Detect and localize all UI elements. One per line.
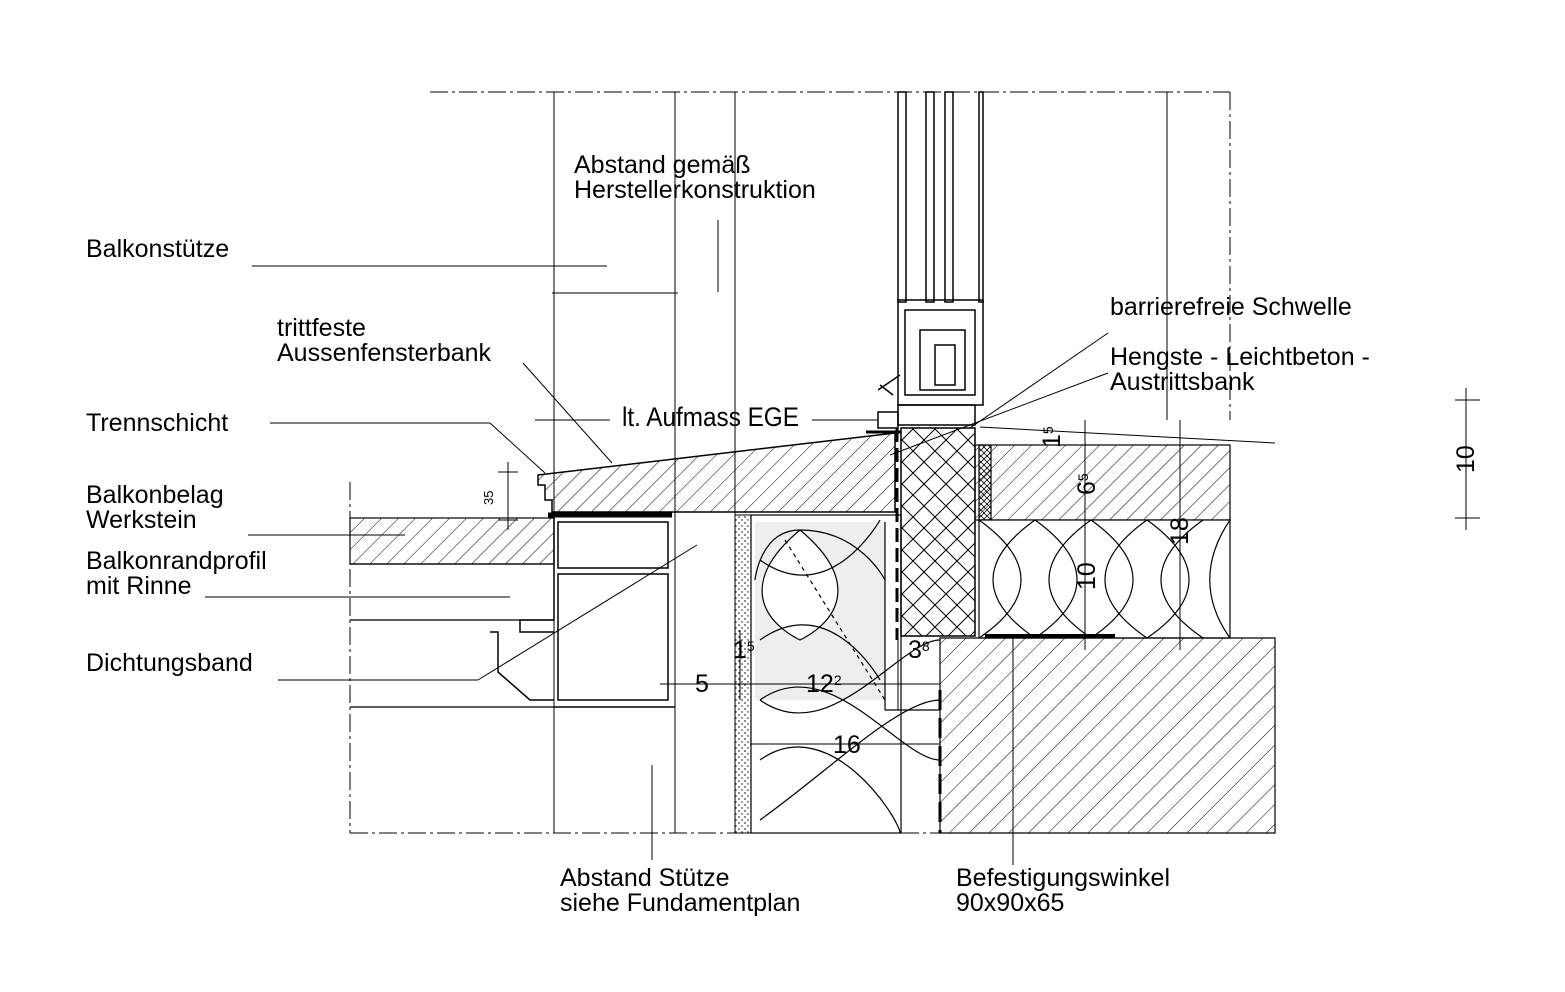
- dimension-1-5-top: 15: [1038, 426, 1066, 448]
- dimension-10-inner: 10: [1073, 562, 1101, 590]
- dimension-12-2: 122: [806, 672, 842, 697]
- label-abstand-gemaess-line2: Herstellerkonstruktion: [574, 176, 816, 204]
- label-hengste-line2: Austrittsbank: [1110, 368, 1255, 396]
- floor-screed: [974, 444, 1231, 521]
- dimension-3-8: 38: [908, 638, 930, 663]
- insulation-left: [750, 514, 941, 834]
- dimension-5: 5: [695, 670, 709, 698]
- dimension-3-8-main: 3: [908, 636, 922, 664]
- dimension-35: 35: [481, 490, 496, 505]
- label-hengste-line1: Hengste - Leichtbeton -: [1110, 343, 1370, 371]
- label-balkonstuetze: Balkonstütze: [86, 235, 230, 263]
- label-abstand-stuetze-line1: Abstand Stütze: [560, 864, 730, 892]
- label-befestigungswinkel-line2: 90x90x65: [956, 889, 1065, 917]
- dimension-6-5-sup: 5: [1075, 473, 1091, 482]
- dimension-18: 18: [1166, 517, 1194, 545]
- dimension-16: 16: [833, 731, 861, 759]
- dimension-lines: [498, 388, 1480, 745]
- leader-lines: [205, 220, 1276, 865]
- insulation-right: [978, 519, 1231, 639]
- dimension-1-5-mid-main: 1: [733, 636, 747, 664]
- label-aufmass-ege: lt. Aufmass EGE: [622, 402, 799, 432]
- label-trittfeste-line1: trittfeste: [277, 314, 366, 342]
- label-trennschicht: Trennschicht: [86, 409, 229, 437]
- dimension-12-2-main: 12: [806, 670, 834, 698]
- label-abstand-stuetze-line2: siehe Fundamentplan: [560, 889, 801, 917]
- dimension-1-5-top-sup: 5: [1040, 426, 1056, 435]
- lightweight-concrete-threshold-block: [895, 427, 976, 640]
- label-balkonbelag-line2: Werkstein: [86, 506, 197, 534]
- window-frame: [866, 91, 984, 434]
- label-barrierefreie-schwelle: barrierefreie Schwelle: [1110, 293, 1352, 321]
- dimension-1-5-top-main: 1: [1038, 434, 1066, 448]
- balcony-paving: [349, 517, 555, 708]
- dimension-6-5: 65: [1073, 473, 1101, 495]
- label-balkonrandprofil-line2: mit Rinne: [86, 572, 192, 600]
- dimension-12-2-sup: 2: [833, 672, 842, 688]
- label-trittfeste-line2: Aussenfensterbank: [277, 339, 492, 367]
- label-balkonrandprofil-line1: Balkonrandprofil: [86, 547, 267, 575]
- label-balkonbelag-line1: Balkonbelag: [86, 481, 224, 509]
- dimension-3-8-sup: 8: [921, 638, 930, 654]
- label-dichtungsband: Dichtungsband: [86, 649, 253, 677]
- concrete-slab: [938, 637, 1276, 834]
- dimension-1-5-mid-sup: 5: [746, 638, 755, 654]
- dimension-10-outer: 10: [1452, 445, 1480, 473]
- exterior-window-sill: [537, 432, 896, 513]
- label-befestigungswinkel-line1: Befestigungswinkel: [956, 864, 1171, 892]
- plaster-strip: [734, 514, 752, 834]
- label-abstand-gemaess-line1: Abstand gemäß: [574, 151, 751, 179]
- balcony-edge-profile: [490, 512, 675, 708]
- dimension-6-5-main: 6: [1073, 481, 1101, 495]
- dimension-1-5-mid: 15: [733, 638, 755, 663]
